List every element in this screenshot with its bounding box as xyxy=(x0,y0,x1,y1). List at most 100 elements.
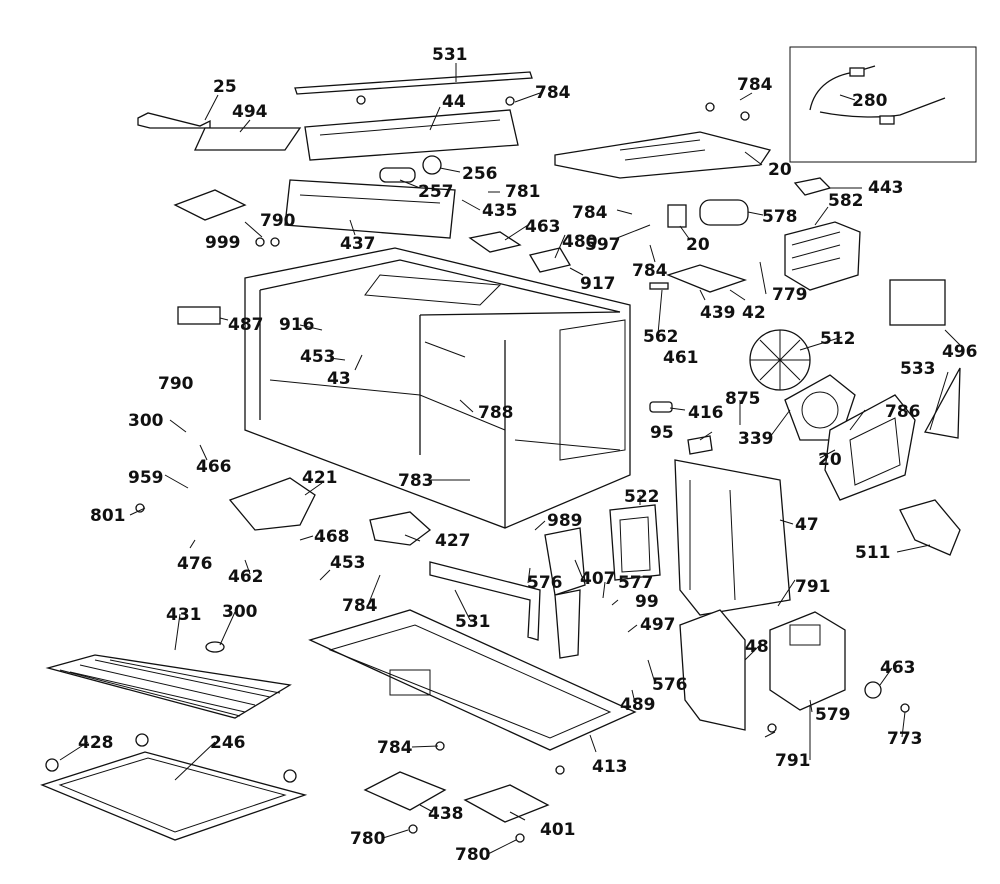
part-531-top-strip xyxy=(294,71,533,95)
callout-20-b: 20 xyxy=(686,235,710,255)
callout-579: 579 xyxy=(815,705,851,725)
callout-783: 783 xyxy=(398,471,434,491)
part-280-wire-harness xyxy=(789,46,977,163)
callout-497: 497 xyxy=(640,615,676,635)
callout-781: 781 xyxy=(505,182,541,202)
callout-578: 578 xyxy=(762,207,798,227)
callout-416: 416 xyxy=(688,403,724,423)
callout-773: 773 xyxy=(887,729,923,749)
callout-44: 44 xyxy=(442,92,466,112)
part-47-side-panel xyxy=(674,459,791,616)
callout-256: 256 xyxy=(462,164,498,184)
part-494-pad xyxy=(193,127,302,151)
callout-494: 494 xyxy=(232,102,268,122)
part-533 xyxy=(923,367,961,439)
part-531-lower xyxy=(429,561,541,641)
part-246-tray xyxy=(40,751,308,841)
callout-428: 428 xyxy=(78,733,114,753)
part-438-plate xyxy=(363,771,447,811)
callout-511: 511 xyxy=(855,543,891,563)
callout-786: 786 xyxy=(885,402,921,422)
part-25-bracket xyxy=(137,112,211,129)
callout-582: 582 xyxy=(828,191,864,211)
callout-427: 427 xyxy=(435,531,471,551)
callout-784-d: 784 xyxy=(632,261,668,281)
callout-784-a: 784 xyxy=(535,83,571,103)
part-487 xyxy=(177,306,221,325)
part-786-bracket xyxy=(824,394,916,501)
callout-463-b: 463 xyxy=(880,658,916,678)
main-oven-cavity xyxy=(244,247,631,529)
part-463-480 xyxy=(468,231,572,273)
callout-917: 917 xyxy=(580,274,616,294)
part-511-latch xyxy=(899,499,961,556)
callout-999: 999 xyxy=(205,233,241,253)
part-20-panel-top xyxy=(554,131,772,179)
callout-421: 421 xyxy=(302,468,338,488)
callout-439: 439 xyxy=(700,303,736,323)
callout-576-a: 576 xyxy=(527,573,563,593)
part-256-257 xyxy=(379,155,442,183)
callout-790-b: 790 xyxy=(158,374,194,394)
callout-562: 562 xyxy=(643,327,679,347)
part-427 xyxy=(369,511,432,546)
callout-533: 533 xyxy=(900,359,936,379)
part-95 xyxy=(687,435,713,455)
callout-431: 431 xyxy=(166,605,202,625)
part-597 xyxy=(667,204,687,228)
callout-784-c: 784 xyxy=(572,203,608,223)
part-443 xyxy=(793,177,832,196)
callout-300-a: 300 xyxy=(128,411,164,431)
part-407-latch xyxy=(544,527,586,659)
callout-437: 437 xyxy=(340,234,376,254)
callout-791-b: 791 xyxy=(775,751,811,771)
callout-466: 466 xyxy=(196,457,232,477)
callout-407: 407 xyxy=(580,569,616,589)
callout-99: 99 xyxy=(635,592,659,612)
callout-257: 257 xyxy=(418,182,454,202)
callout-597: 597 xyxy=(585,235,621,255)
part-463-lower xyxy=(864,681,882,699)
part-562 xyxy=(649,282,669,290)
part-437-bracket xyxy=(284,179,456,239)
callout-468: 468 xyxy=(314,527,350,547)
part-339-housing xyxy=(784,374,856,441)
callout-43: 43 xyxy=(327,369,351,389)
part-578-capacitor xyxy=(699,199,749,226)
part-401-plate xyxy=(463,784,550,823)
callout-339: 339 xyxy=(738,429,774,449)
part-999-manual xyxy=(173,189,247,221)
callout-916: 916 xyxy=(279,315,315,335)
callout-779: 779 xyxy=(772,285,808,305)
callout-443: 443 xyxy=(868,178,904,198)
callout-438: 438 xyxy=(428,804,464,824)
callout-576-b: 576 xyxy=(652,675,688,695)
part-48 xyxy=(679,609,746,731)
part-431-rack xyxy=(45,654,292,719)
callout-577: 577 xyxy=(618,573,654,593)
callout-780-a: 780 xyxy=(350,829,386,849)
callout-512: 512 xyxy=(820,329,856,349)
callout-462: 462 xyxy=(228,567,264,587)
callout-labels: 531 25 494 44 784 784 280 20 443 256 257… xyxy=(78,45,978,865)
callout-791-a: 791 xyxy=(795,577,831,597)
callout-875: 875 xyxy=(725,389,761,409)
screws xyxy=(135,95,910,843)
callout-47: 47 xyxy=(795,515,819,535)
part-413-bottom-pan xyxy=(308,609,637,751)
callout-48: 48 xyxy=(745,637,769,657)
callout-784-e: 784 xyxy=(342,596,378,616)
callout-780-b: 780 xyxy=(455,845,491,865)
callout-476: 476 xyxy=(177,554,213,574)
callout-480: 480 xyxy=(562,232,598,252)
callout-989: 989 xyxy=(547,511,583,531)
part-300 xyxy=(205,641,225,653)
callout-453-b: 453 xyxy=(330,553,366,573)
callout-300-b: 300 xyxy=(222,602,258,622)
callout-401: 401 xyxy=(540,820,576,840)
callout-20-c: 20 xyxy=(818,450,842,470)
callout-522: 522 xyxy=(624,487,660,507)
callout-20-a: 20 xyxy=(768,160,792,180)
callout-496: 496 xyxy=(942,342,978,362)
